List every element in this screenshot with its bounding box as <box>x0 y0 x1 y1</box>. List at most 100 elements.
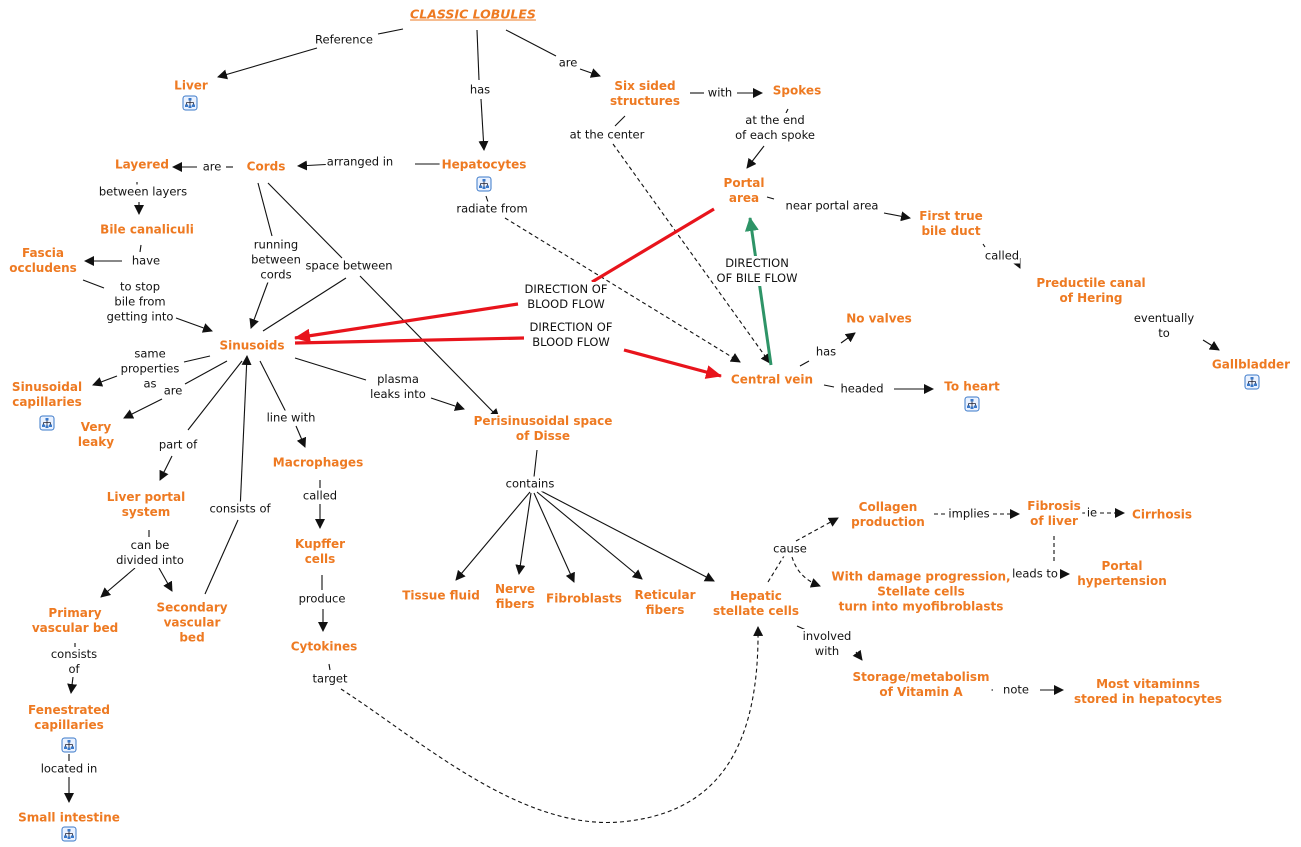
concept-small-intestine[interactable]: Small intestine <box>16 810 122 826</box>
concept-cytokines[interactable]: Cytokines <box>288 639 360 655</box>
edge <box>476 29 480 81</box>
concept-macrophages[interactable]: Macrophages <box>270 455 366 471</box>
edge <box>359 275 500 419</box>
edge <box>67 676 78 694</box>
concept-sinusoidal-capillaries[interactable]: Sinusoidal capillaries <box>9 380 85 410</box>
link-radiate-from: radiate from <box>455 201 529 217</box>
concept-tissue-fluid[interactable]: Tissue fluid <box>400 588 482 604</box>
link-blood-flow-1: DIRECTION OF BLOOD FLOW <box>523 282 609 312</box>
concept-fenestrated-capillaries[interactable]: Fenestrated capillaries <box>26 703 112 733</box>
edge <box>455 491 531 581</box>
edge <box>1011 257 1021 269</box>
link-involved-with: involved with <box>801 629 853 659</box>
edge <box>515 492 532 575</box>
concept-cirrhosis[interactable]: Cirrhosis <box>1130 507 1194 523</box>
concept-canal-of-hering[interactable]: Preductile canal of Hering <box>1034 276 1148 306</box>
edge <box>579 68 601 78</box>
concept-gallbladder[interactable]: Gallbladder <box>1209 357 1293 373</box>
concept-damage-progression[interactable]: With damage progression, Stellate cells … <box>829 569 1013 615</box>
edge <box>795 517 839 542</box>
edge <box>791 556 821 588</box>
concept-nerve-fibers[interactable]: Nerve fibers <box>492 582 538 612</box>
concept-collagen-production[interactable]: Collagen production <box>849 500 927 530</box>
link-note: note <box>1002 682 1030 698</box>
concept-first-true-bile-duct[interactable]: First true bile duct <box>917 209 985 239</box>
concept-spokes[interactable]: Spokes <box>770 83 824 99</box>
concept-hepatic-stellate-cells[interactable]: Hepatic stellate cells <box>710 589 802 619</box>
submap-icon[interactable] <box>476 176 492 192</box>
link-reference: Reference <box>314 32 374 48</box>
concept-cords[interactable]: Cords <box>244 159 288 175</box>
link-to-stop-bile: to stop bile from getting into <box>105 279 175 325</box>
edge <box>485 195 489 203</box>
link-called-kupffer: called <box>301 488 339 504</box>
edge <box>536 491 643 580</box>
edge <box>612 143 771 364</box>
concept-portal-hypertension[interactable]: Portal hypertension <box>1075 559 1169 589</box>
edge <box>785 108 789 114</box>
concept-portal-area[interactable]: Portal area <box>721 176 767 206</box>
link-arranged-in: arranged in <box>325 154 395 170</box>
link-has-cv: has <box>814 344 838 360</box>
concept-liver[interactable]: Liver <box>172 78 210 94</box>
link-contains: contains <box>504 476 556 492</box>
submap-icon[interactable] <box>39 415 55 431</box>
concept-secondary-vascular-bed[interactable]: Secondary vascular bed <box>154 600 230 646</box>
concept-bile-canaliculi[interactable]: Bile canaliculi <box>98 222 196 238</box>
blood-flow-line <box>591 207 715 284</box>
concept-central-vein[interactable]: Central vein <box>728 372 816 388</box>
concept-no-valves[interactable]: No valves <box>844 311 914 327</box>
edge <box>328 663 331 671</box>
concept-liver-portal-system[interactable]: Liver portal system <box>104 490 188 520</box>
link-are: are <box>557 55 579 71</box>
submap-icon[interactable] <box>61 826 77 842</box>
bile-flow-line <box>744 217 773 366</box>
edge <box>294 357 367 381</box>
link-part-of: part of <box>157 437 199 453</box>
concept-kupffer-cells[interactable]: Kupffer cells <box>293 537 347 567</box>
link-cause: cause <box>772 541 808 557</box>
concept-hepatocytes[interactable]: Hepatocytes <box>439 157 529 173</box>
concept-fibroblasts[interactable]: Fibroblasts <box>544 591 624 607</box>
link-are-cords: are <box>201 159 223 175</box>
link-consists-of-prim: consists of <box>49 647 99 677</box>
link-produce: produce <box>297 591 347 607</box>
submap-icon[interactable] <box>1244 374 1260 390</box>
edge <box>257 182 273 237</box>
edge <box>852 649 863 661</box>
link-implies: implies <box>947 506 991 522</box>
concept-primary-vascular-bed[interactable]: Primary vascular bed <box>29 606 121 636</box>
blood-flow-line <box>623 348 722 379</box>
edge <box>504 217 741 363</box>
concept-very-leaky[interactable]: Very leaky <box>75 420 117 450</box>
concept-reticular-fibers[interactable]: Reticular fibers <box>632 588 698 618</box>
concept-to-heart[interactable]: To heart <box>942 379 1002 395</box>
concept-most-vitamins[interactable]: Most vitaminns stored in hepatocytes <box>1071 677 1225 707</box>
edge <box>262 277 347 332</box>
edge <box>187 360 243 431</box>
edge <box>505 29 557 57</box>
edge <box>540 490 715 582</box>
edge <box>1202 339 1220 351</box>
link-have: have <box>130 253 162 269</box>
edge <box>123 398 163 419</box>
edge <box>159 455 173 481</box>
concept-fascia-occludens[interactable]: Fascia occludens <box>7 246 79 276</box>
link-located-in: located in <box>39 761 99 777</box>
link-has: has <box>468 82 492 98</box>
concept-classic-lobules[interactable]: CLASSIC LOBULES <box>408 6 538 22</box>
concept-fibrosis-of-liver[interactable]: Fibrosis of liver <box>1025 499 1083 529</box>
concept-storage-vitamin-a[interactable]: Storage/metabolism of Vitamin A <box>850 670 992 700</box>
submap-icon[interactable] <box>61 737 77 753</box>
edge <box>746 145 765 169</box>
concept-layered[interactable]: Layered <box>113 157 171 173</box>
concept-perisinusoidal-space[interactable]: Perisinusoidal space of Disse <box>471 414 615 444</box>
edge <box>184 360 228 385</box>
edge <box>982 243 986 248</box>
concept-six-sided-structures[interactable]: Six sided structures <box>608 79 682 109</box>
submap-icon[interactable] <box>182 95 198 111</box>
concept-sinusoids[interactable]: Sinusoids <box>217 338 287 354</box>
edge <box>249 281 269 329</box>
submap-icon[interactable] <box>964 396 980 412</box>
link-eventually-to: eventually to <box>1132 311 1196 341</box>
